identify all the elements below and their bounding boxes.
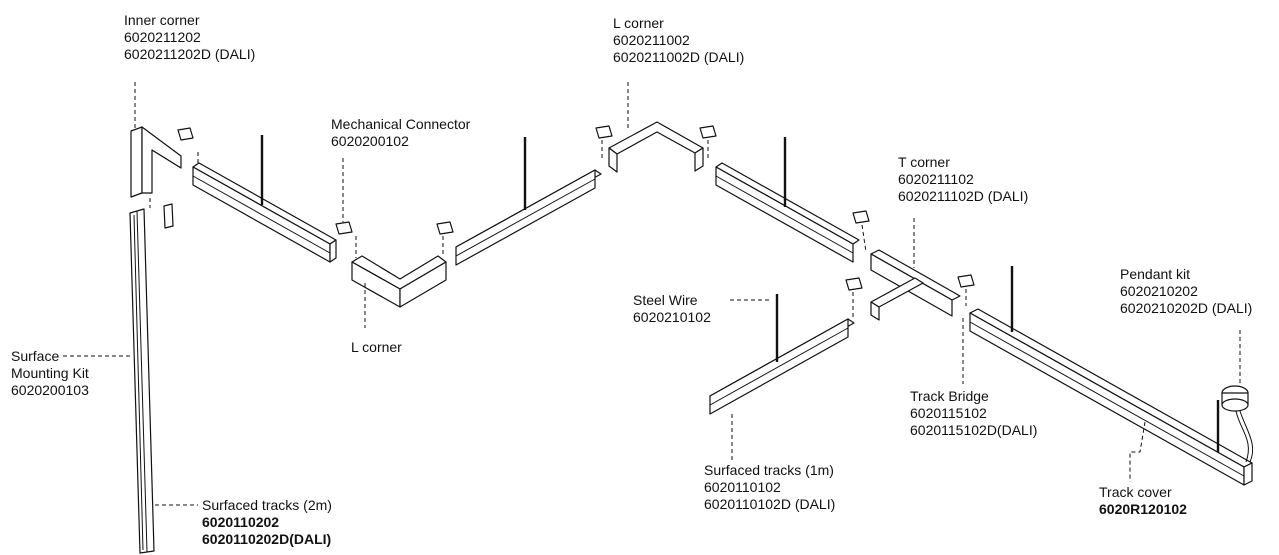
track-segment-1 [192, 162, 337, 263]
pendant-kit-part [1221, 385, 1254, 463]
label-t-corner: T corner 6020211102 6020211102D (DALI) [898, 154, 1028, 205]
inner-corner-part [130, 126, 182, 198]
surfaced-tracks-2m-name: Surfaced tracks (2m) [202, 497, 332, 513]
label-mechanical-connector: Mechanical Connector 6020200102 [331, 116, 470, 150]
inner-corner-code: 6020211202 [124, 29, 201, 45]
surface-mounting-kit-line2: Mounting Kit [11, 365, 89, 381]
label-inner-corner: Inner corner 6020211202 6020211202D (DAL… [124, 12, 255, 63]
surface-mounting-kit-line1: Surface [11, 348, 60, 364]
surface-mounting-clip [163, 203, 174, 229]
t-corner-name: T corner [898, 154, 950, 170]
l-corner-top-code-dali: 6020211002D (DALI) [613, 49, 745, 65]
track-segment-3 [715, 162, 860, 263]
label-pendant-kit: Pendant kit 6020210202 6020210202D (DALI… [1120, 266, 1252, 317]
pendant-kit-code-dali: 6020210202D (DALI) [1120, 300, 1253, 316]
surfaced-tracks-1m-code-dali: 6020110102D (DALI) [704, 496, 836, 512]
label-surfaced-tracks-2m: Surfaced tracks (2m) 6020110202 60201102… [202, 497, 332, 548]
l-corner-top-code: 6020211002 [613, 32, 690, 48]
connector-plate [852, 210, 870, 224]
label-steel-wire: Steel Wire 6020210102 [633, 292, 711, 326]
track-segment-2 [455, 169, 602, 266]
surfaced-tracks-1m-code: 6020110102 [704, 479, 781, 495]
mechanical-connector-code: 6020200102 [331, 133, 409, 149]
surfaced-track-2m [129, 208, 155, 554]
label-track-bridge: Track Bridge 6020115102 6020115102D(DALI… [910, 388, 1037, 439]
track-bridge-name: Track Bridge [910, 388, 989, 404]
track-segment-long [969, 308, 1253, 486]
label-surface-mounting-kit: Surface Mounting Kit 6020200103 [11, 348, 89, 399]
label-l-corner-bottom: L corner [351, 339, 402, 356]
t-corner-part [870, 249, 961, 321]
t-corner-code-dali: 6020211102D (DALI) [898, 188, 1029, 204]
connector-plate [845, 277, 863, 291]
surfaced-track-1m [709, 318, 855, 415]
track-bridge-code: 6020115102 [910, 405, 987, 421]
connector-plate [335, 221, 353, 235]
mechanical-connector-name: Mechanical Connector [331, 116, 471, 132]
pendant-kit-code: 6020210202 [1120, 283, 1198, 299]
t-corner-code: 6020211102 [898, 171, 974, 187]
inner-corner-name: Inner corner [124, 12, 200, 28]
l-corner-bottom-name: L corner [351, 339, 402, 355]
label-track-cover: Track cover 6020R120102 [1099, 484, 1187, 518]
steel-wire-code: 6020210102 [633, 309, 711, 325]
connector-plate [177, 127, 194, 141]
label-surfaced-tracks-1m: Surfaced tracks (1m) 6020110102 60201101… [704, 462, 835, 513]
label-l-corner-top: L corner 6020211002 6020211002D (DALI) [613, 15, 744, 66]
inner-corner-code-dali: 6020211202D (DALI) [124, 46, 256, 62]
l-corner-top-name: L corner [613, 15, 664, 31]
connector-plate [595, 125, 613, 139]
surfaced-tracks-1m-name: Surfaced tracks (1m) [704, 462, 834, 478]
steel-wire-name: Steel Wire [633, 292, 698, 308]
l-corner-top-part [608, 121, 704, 173]
connector-plate [957, 274, 975, 288]
surface-mounting-kit-code: 6020200103 [11, 382, 89, 398]
l-corner-bottom-part [351, 255, 447, 308]
surfaced-tracks-2m-code: 6020110202 [202, 514, 280, 530]
surfaced-tracks-2m-code-dali: 6020110202D(DALI) [202, 531, 332, 547]
track-bridge-code-dali: 6020115102D(DALI) [910, 422, 1038, 438]
connector-plate [699, 125, 717, 139]
track-cover-code: 6020R120102 [1099, 501, 1187, 517]
track-cover-name: Track cover [1099, 484, 1172, 500]
leader-lines [63, 82, 1241, 506]
connector-plate [436, 221, 454, 235]
pendant-kit-name: Pendant kit [1120, 266, 1191, 282]
